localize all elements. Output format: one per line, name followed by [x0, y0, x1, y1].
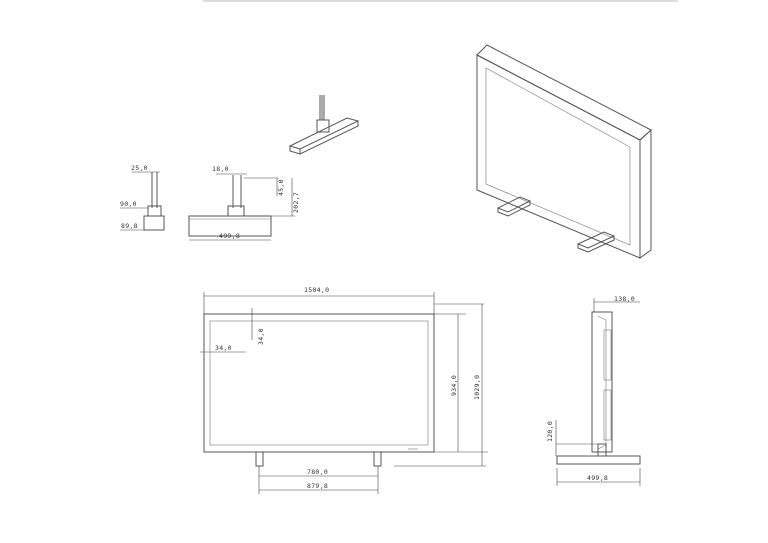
- monitor-isometric: [476, 44, 652, 259]
- stand-isometric: [288, 95, 360, 155]
- front-foot-spacing-outer-label: 879,8: [307, 482, 328, 490]
- front-overall-height-label: 1029,0: [473, 375, 481, 400]
- side-bracket-height-label: 90,0: [120, 200, 137, 208]
- side-base-depth-label: 89,8: [121, 222, 138, 230]
- stand-height-total-label: 202,7: [292, 192, 300, 213]
- side-view: [555, 298, 641, 486]
- side-depth-top-label: 25,0: [131, 164, 148, 172]
- side-view-foot-height-label: 120,0: [546, 421, 554, 442]
- stand-height-upper-label: 45,0: [277, 179, 285, 196]
- side-view-base-depth-label: 499,8: [587, 474, 608, 482]
- stand-base-width-label: 499,8: [219, 232, 240, 240]
- front-screen-height-label: 934,0: [450, 375, 458, 396]
- stand-detail: [188, 173, 295, 241]
- front-overall-width-label: 1504,0: [304, 286, 329, 294]
- front-foot-spacing-inner-label: 780,0: [307, 468, 328, 476]
- side-view-depth-label: 138,0: [614, 295, 635, 303]
- front-border-top-label: 34,0: [257, 328, 265, 345]
- side-detail: [120, 171, 165, 231]
- front-view: [200, 292, 488, 494]
- front-border-side-label: 34,0: [215, 344, 232, 352]
- stand-offset-label: 18,0: [212, 165, 229, 173]
